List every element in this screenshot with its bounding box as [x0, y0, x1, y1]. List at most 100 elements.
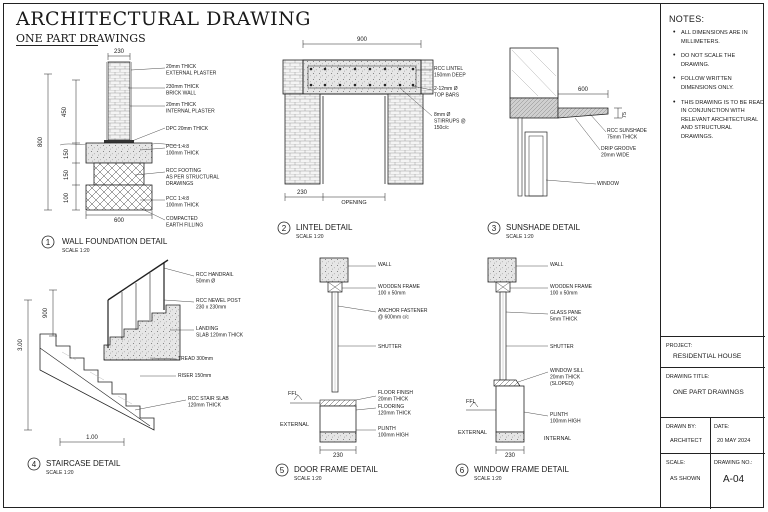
d1-dim-top: 230 — [114, 49, 125, 55]
d6-callout-line: SHUTTER — [550, 344, 574, 350]
d3-dim-600: 600 — [578, 87, 589, 93]
d1-dim-800: 800 — [38, 136, 44, 147]
d6-callout-line: WOODEN FRAME — [550, 284, 593, 290]
d1-callout-line: 230mm THICK — [166, 84, 200, 90]
scale-value: AS SHOWN — [670, 476, 701, 482]
d1-callout-line: PCC 1:4:8 — [166, 144, 189, 150]
d3-number: 3 — [492, 224, 497, 233]
d4-callout-line: RCC STAIR SLAB — [188, 396, 229, 402]
d1-callout-line: INTERNAL PLASTER — [166, 109, 215, 115]
d3-dim-75: 75 — [622, 112, 628, 118]
d1-callout-line: PCC 1:4:8 — [166, 196, 189, 202]
d1-number: 1 — [46, 238, 51, 247]
d1-title: WALL FOUNDATION DETAIL — [62, 237, 168, 246]
d3-callout-line: DRIP GROOVE — [601, 146, 637, 152]
d5-dim-bottom: 230 — [333, 453, 344, 459]
d3-title: SUNSHADE DETAIL — [506, 223, 581, 232]
d5-callout-line: WALL — [378, 262, 392, 268]
d5-callout-line: @ 600mm c/c — [378, 315, 409, 321]
d5-scale: SCALE 1:20 — [294, 476, 322, 482]
d6-callout-line: 5mm THICK — [550, 317, 578, 323]
d1-scale: SCALE 1:20 — [62, 248, 90, 254]
title-block-panel: NOTES: ALL DIMENSIONS ARE IN MILLIMETERS… — [660, 3, 765, 509]
d5-callout-line: ANCHOR FASTENER — [378, 308, 428, 314]
d6-external: EXTERNAL — [458, 430, 487, 436]
d2-dim-bottom: 230 — [297, 190, 308, 196]
d5-callout-line: 100 x 50mm — [378, 291, 406, 297]
d4-callout-line: SLAB 120mm THICK — [196, 333, 244, 339]
d2-callout-line: 150mm DEEP — [434, 73, 466, 79]
d6-internal: INTERNAL — [544, 436, 571, 442]
drawn-by-date-cell: DRAWN BY: ARCHITECT DATE: 20 MAY 2024 — [661, 417, 765, 454]
d5-callout-line: FLOORING — [378, 404, 404, 410]
note-item: THIS DRAWING IS TO BE READ IN CONJUNCTIO… — [673, 99, 765, 142]
d2-callout-line: STIRRUPS @ — [434, 119, 466, 125]
d5-number: 5 — [280, 466, 285, 475]
d1-callout-line: 100mm THICK — [166, 151, 200, 157]
divider — [710, 418, 711, 454]
d4-callout-line: RISER 150mm — [178, 373, 211, 379]
d5-callout-label: ANCHOR FASTENER@ 600mm c/c — [378, 308, 428, 321]
d4-callout-line: 50mm Ø — [196, 279, 215, 285]
d1-dim-100: 100 — [64, 192, 70, 203]
drawing-subtitle: ONE PART DRAWINGS — [16, 32, 146, 45]
d5-callout-line: 20mm THICK — [378, 397, 409, 403]
d6-callout-line: 100mm HIGH — [550, 419, 581, 425]
d6-title: WINDOW FRAME DETAIL — [474, 465, 570, 474]
scale-drawing-no-cell: SCALE: AS SHOWN DRAWING NO.: A-04 — [661, 453, 765, 509]
d2-number: 2 — [282, 224, 287, 233]
d5-callout-label: WALL — [378, 262, 392, 268]
scale-label: SCALE: — [666, 460, 686, 466]
d6-callout-line: GLASS PANE — [550, 310, 582, 316]
d1-callout-label: DPC 20mm THICK — [166, 126, 209, 132]
d1-callout-line: BRICK WALL — [166, 91, 196, 97]
d6-number: 6 — [460, 466, 465, 475]
d5-callout-line: SHUTTER — [378, 344, 402, 350]
d4-scale: SCALE 1:20 — [46, 470, 74, 476]
d6-dim-bottom: 230 — [505, 453, 516, 459]
date-value: 20 MAY 2024 — [717, 438, 751, 444]
d2-title: LINTEL DETAIL — [296, 223, 353, 232]
drawn-by-value: ARCHITECT — [670, 438, 703, 444]
d6-callout-line: (SLOPED) — [550, 381, 574, 387]
drawing-no-label: DRAWING NO.: — [714, 460, 753, 466]
d4-callout-line: TREAD 300mm — [178, 356, 213, 362]
d3-scale: SCALE 1:20 — [506, 234, 534, 240]
d1-dim-450: 450 — [62, 106, 68, 117]
d5-callout-line: WOODEN FRAME — [378, 284, 421, 290]
d4-callout-line: RCC HANDRAIL — [196, 272, 234, 278]
d1-callout-line: COMPACTED — [166, 216, 198, 222]
d4-callout-label: RISER 150mm — [178, 373, 211, 379]
d2-dim-top: 900 — [357, 37, 368, 43]
d4-dim-100: 1.00 — [86, 435, 98, 441]
d6-callout-line: 20mm THICK — [550, 375, 581, 381]
d3-callout-line: 75mm THICK — [607, 135, 638, 141]
d6-callout-line: WALL — [550, 262, 564, 268]
d1-dim-150a: 150 — [64, 148, 70, 159]
notes-heading: NOTES: — [669, 14, 705, 24]
d2-scale: SCALE 1:20 — [296, 234, 324, 240]
subtitle-underline — [16, 45, 98, 46]
d1-callout-line: EXTERNAL PLASTER — [166, 71, 217, 77]
d1-callout-line: RCC FOOTING — [166, 168, 201, 174]
d2-callout-line: 150c/c — [434, 125, 449, 131]
d4-dim-900: 900 — [43, 307, 49, 318]
